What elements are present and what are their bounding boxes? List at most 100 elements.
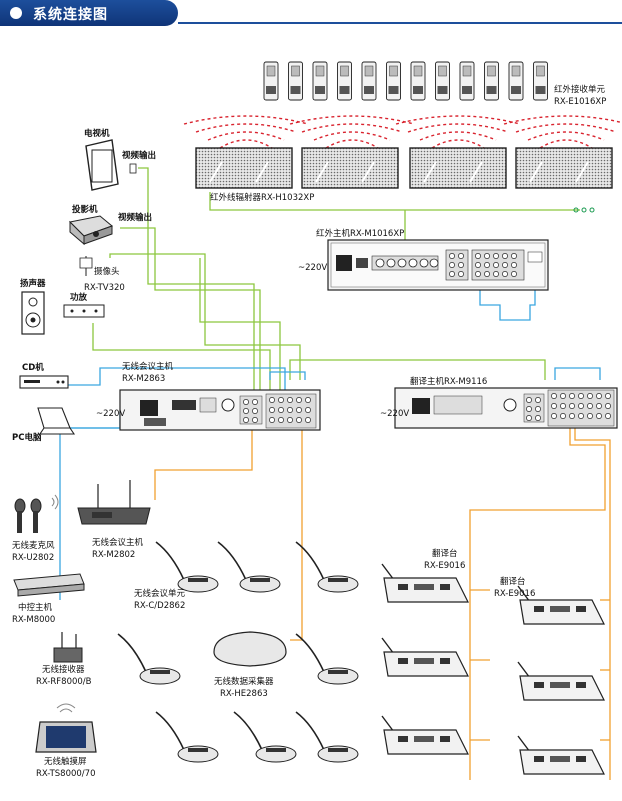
conf-host-label-2: RX-M2863: [122, 374, 165, 384]
booth-b-label-2: RX-E9016: [494, 589, 535, 599]
labels: 电视机 视频输出 投影机 视频输出 扬声器 功放 摄像头 RX-TV320 CD…: [12, 84, 606, 779]
wireless-conference-host-icon: [77, 480, 151, 525]
header: 系统连接图: [0, 0, 622, 28]
ir-host-label: 红外主机RX-M1016XP: [316, 228, 404, 239]
collector-label-2: RX-HE2863: [220, 689, 268, 699]
booth-a-label-1: 翻译台: [432, 548, 458, 559]
translation-booth-icon: [517, 585, 605, 625]
ir-wave-arc: [313, 131, 391, 141]
ir-wave-arc: [207, 131, 285, 141]
ir-wave-arc: [219, 139, 273, 149]
ir-receiver-unit-icon: [533, 61, 548, 101]
tv-label: 电视机: [84, 128, 110, 139]
header-bar: [0, 0, 178, 26]
wireless-mic-icon: [14, 498, 42, 533]
conf-host-label-1: 无线会议主机: [122, 361, 174, 372]
mic-label-2: RX-U2802: [12, 553, 54, 563]
ir-wave-arc: [395, 115, 521, 125]
unit-label-1: 无线会议单元: [134, 588, 186, 599]
ir-receiver-unit-icon: [459, 61, 475, 101]
translation-booths: [381, 563, 605, 775]
ir-wave-arc: [183, 115, 309, 125]
amp-label: 功放: [70, 292, 88, 303]
touch-label-1: 无线触摸屏: [44, 756, 87, 767]
ir-emitter-panel-icon: [195, 147, 293, 189]
camera-icon: [79, 256, 93, 276]
volt-label-1: ~220V: [96, 409, 125, 419]
trans-host-label: 翻译主机RX-M9116: [410, 376, 487, 387]
ir-wave-arc: [419, 131, 497, 141]
ir-receiver-unit-icon: [484, 61, 499, 101]
ir-wave-arc: [289, 115, 415, 125]
central-label-1: 中控主机: [18, 602, 53, 613]
conference-unit-icon: [233, 711, 297, 763]
signal-icon: [51, 494, 59, 510]
translation-booth-icon: [517, 735, 605, 775]
cd-label: CD机: [22, 362, 44, 373]
tv-icon: [85, 139, 137, 191]
conference-units: [117, 541, 359, 763]
speaker-label: 扬声器: [20, 278, 46, 289]
ir-wave-arc: [503, 115, 622, 125]
ir-receiver-unit-icon: [263, 61, 279, 101]
ir-receiver-unit-icon: [508, 61, 524, 101]
ir-wave-arc: [527, 131, 605, 141]
wconf-host-label-2: RX-M2802: [92, 550, 135, 560]
ir-receiver-unit-icon: [288, 61, 303, 101]
ir-waves: [183, 115, 622, 149]
ir-receiver-unit-icon: [312, 61, 328, 101]
video-out-label-2: 视频输出: [118, 212, 152, 223]
conference-unit-icon: [155, 711, 219, 763]
ir-wave-arc: [325, 139, 379, 149]
booth-b-label-1: 翻译台: [500, 576, 526, 587]
conference-unit-icon: [155, 541, 219, 593]
video-out-label-1: 视频输出: [122, 150, 156, 161]
ir-output-connectors: [573, 207, 595, 213]
ir-wave-arc: [195, 123, 297, 133]
conference-unit-icon: [295, 541, 359, 593]
wconf-host-label-1: 无线会议主机: [92, 537, 144, 548]
translation-booth-icon: [517, 661, 605, 701]
pc-label: PC电脑: [12, 432, 42, 443]
conference-host-device: [119, 389, 321, 431]
ir-wave-arc: [407, 123, 509, 133]
wireless-receiver-icon: [53, 632, 83, 663]
ir-receiver-label-1: 红外接收单元: [554, 84, 606, 95]
ir-receiver-units: [263, 61, 548, 101]
unit-label-2: RX-C/D2862: [134, 601, 185, 611]
data-collector-icon: [213, 631, 287, 667]
page-title: 系统连接图: [33, 7, 108, 23]
ir-receiver-unit-icon: [361, 61, 377, 101]
ir-emitters: [195, 147, 613, 189]
cd-player-icon: [19, 375, 69, 389]
wireless-touchscreen-icon: [35, 703, 97, 753]
central-control-host-icon: [13, 573, 85, 597]
ir-emitter-label: 红外线辐射器RX-H1032XP: [210, 192, 314, 203]
collector-label-1: 无线数据采集器: [214, 676, 274, 687]
ir-wave-arc: [431, 139, 485, 149]
translation-host-device: [394, 387, 618, 429]
ir-receiver-unit-icon: [337, 61, 352, 101]
central-label-2: RX-M8000: [12, 615, 55, 625]
header-rule: [178, 22, 622, 24]
booth-a-label-2: RX-E9016: [424, 561, 465, 571]
projector-label: 投影机: [72, 204, 98, 215]
translation-booth-icon: [381, 715, 469, 755]
ir-receiver-unit-icon: [386, 61, 401, 101]
volt-label-2: ~220V: [298, 263, 327, 273]
receiver-label-1: 无线接收器: [42, 664, 85, 675]
amplifier-icon: [63, 304, 105, 318]
conference-unit-icon: [117, 633, 181, 685]
ir-emitter-panel-icon: [515, 147, 613, 189]
receiver-label-2: RX-RF8000/B: [36, 677, 92, 687]
mic-label-1: 无线麦克风: [12, 540, 55, 551]
ir-host-device: [327, 239, 549, 291]
projector-icon: [68, 215, 113, 246]
translation-booth-icon: [381, 637, 469, 677]
conference-unit-icon: [217, 541, 281, 593]
wires-blue: [59, 290, 601, 600]
camera-label-2: RX-TV320: [84, 283, 125, 293]
header-bullet-icon: [10, 7, 22, 19]
ir-receiver-label-2: RX-E1016XP: [554, 97, 606, 107]
